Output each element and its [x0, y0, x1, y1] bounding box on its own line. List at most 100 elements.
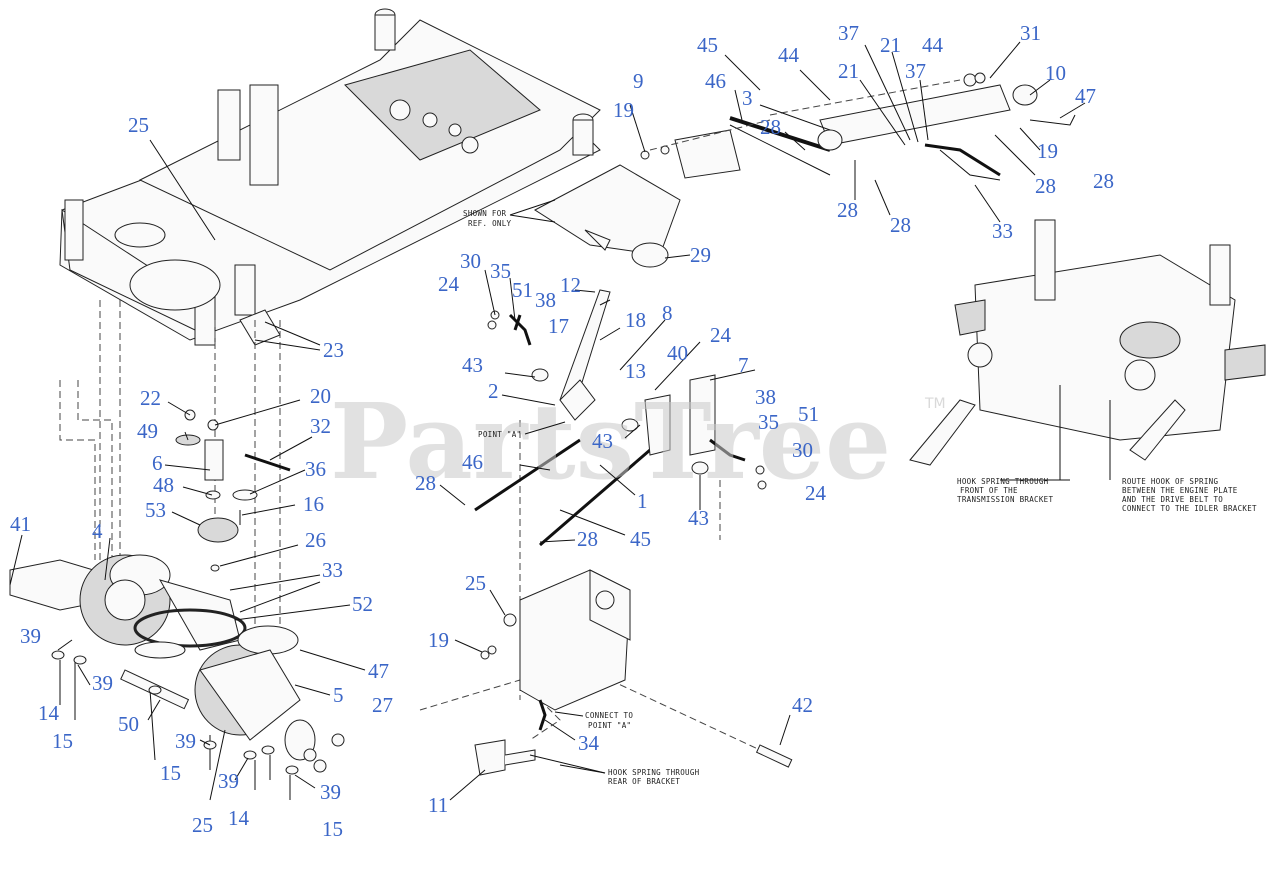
watermark-tm: TM: [924, 396, 946, 412]
callout-52: 52: [352, 592, 373, 616]
callout-39: 39: [92, 671, 113, 695]
callout-19: 19: [1037, 139, 1058, 163]
callout-28: 28: [1035, 174, 1056, 198]
callout-15: 15: [322, 817, 343, 841]
callout-7: 7: [738, 353, 749, 377]
callout-24: 24: [710, 323, 732, 347]
callout-28: 28: [1093, 169, 1114, 193]
callout-33: 33: [322, 558, 343, 582]
callout-1: 1: [637, 489, 648, 513]
callout-23: 23: [323, 338, 344, 362]
transaxle-assembly: [9, 554, 345, 800]
callout-28: 28: [415, 471, 436, 495]
callout-21: 21: [838, 59, 859, 83]
callout-17: 17: [548, 314, 569, 338]
note-connect-2: POINT "A": [588, 721, 631, 730]
callout-39: 39: [320, 780, 341, 804]
callout-45: 45: [697, 33, 718, 57]
callout-51: 51: [798, 402, 819, 426]
callout-15: 15: [160, 761, 181, 785]
callout-38: 38: [535, 288, 556, 312]
diagram-notes: SHOWN FOR REF. ONLY POINT "A" CONNECT TO…: [463, 199, 1257, 786]
callout-32: 32: [310, 414, 331, 438]
callout-28: 28: [577, 527, 598, 551]
callout-22: 22: [140, 386, 161, 410]
callout-3: 3: [742, 86, 753, 110]
callout-46: 46: [462, 450, 483, 474]
note-shown-for-ref: SHOWN FOR: [463, 209, 507, 218]
callout-35: 35: [490, 259, 511, 283]
callout-44: 44: [922, 33, 944, 57]
callout-10: 10: [1045, 61, 1066, 85]
callout-50: 50: [118, 712, 139, 736]
note-route-4: CONNECT TO THE IDLER BRACKET: [1122, 504, 1257, 513]
callout-25: 25: [192, 813, 213, 837]
frame-assembly: [59, 8, 601, 346]
note-route: ROUTE HOOK OF SPRING: [1122, 477, 1218, 486]
callout-14: 14: [38, 701, 60, 725]
callout-30: 30: [792, 438, 813, 462]
callout-38: 38: [755, 385, 776, 409]
callout-8: 8: [662, 301, 673, 325]
callout-42: 42: [792, 693, 813, 717]
note-route-2: BETWEEN THE ENGINE PLATE: [1122, 486, 1238, 495]
callout-28: 28: [760, 115, 781, 139]
callout-4: 4: [92, 519, 103, 543]
callout-51: 51: [512, 278, 533, 302]
callout-45: 45: [630, 527, 651, 551]
callout-28: 28: [890, 213, 911, 237]
callout-43: 43: [462, 353, 483, 377]
callout-33: 33: [992, 219, 1013, 243]
callout-12: 12: [560, 273, 581, 297]
callout-39: 39: [175, 729, 196, 753]
note-hook-front-2: FRONT OF THE: [960, 486, 1018, 495]
note-point-a: POINT "A": [478, 430, 521, 439]
callout-47: 47: [368, 659, 389, 683]
callout-37: 37: [838, 21, 859, 45]
callout-15: 15: [52, 729, 73, 753]
callout-43: 43: [592, 429, 613, 453]
callout-11: 11: [428, 793, 448, 817]
callout-14: 14: [228, 806, 250, 830]
callout-41: 41: [10, 512, 31, 536]
callout-25: 25: [465, 571, 486, 595]
callout-43: 43: [688, 506, 709, 530]
note-shown-for-ref-2: REF. ONLY: [468, 219, 512, 228]
callout-24: 24: [438, 272, 460, 296]
callout-46: 46: [705, 69, 726, 93]
callout-19: 19: [613, 98, 634, 122]
callout-44: 44: [778, 43, 800, 67]
callout-16: 16: [303, 492, 324, 516]
callout-25: 25: [128, 113, 149, 137]
callout-24: 24: [805, 481, 827, 505]
center-linkage: [474, 242, 767, 547]
callout-28: 28: [837, 198, 858, 222]
note-connect: CONNECT TO: [585, 711, 633, 720]
control-linkage-assembly: [640, 72, 1076, 181]
callout-9: 9: [633, 69, 644, 93]
alignment-lines: [59, 300, 761, 751]
note-hook-front: HOOK SPRING THROUGH: [957, 477, 1049, 486]
callout-35: 35: [758, 410, 779, 434]
callout-37: 37: [905, 59, 926, 83]
note-route-3: AND THE DRIVE BELT TO: [1122, 495, 1223, 504]
inset-view: [909, 219, 1266, 481]
callout-13: 13: [625, 359, 646, 383]
note-hook-rear: HOOK SPRING THROUGH: [608, 768, 700, 777]
callout-53: 53: [145, 498, 166, 522]
watermark: PartsTree: [330, 380, 891, 503]
leader-lines: [9, 41, 1086, 801]
callout-26: 26: [305, 528, 326, 552]
callout-2: 2: [488, 379, 499, 403]
callout-6: 6: [152, 451, 163, 475]
callout-49: 49: [137, 419, 158, 443]
callout-21: 21: [880, 33, 901, 57]
callout-30: 30: [460, 249, 481, 273]
callout-29: 29: [690, 243, 711, 267]
callout-48: 48: [153, 473, 174, 497]
reference-bracket: [534, 164, 681, 256]
callout-5: 5: [333, 683, 344, 707]
callout-39: 39: [20, 624, 41, 648]
callout-18: 18: [625, 308, 646, 332]
